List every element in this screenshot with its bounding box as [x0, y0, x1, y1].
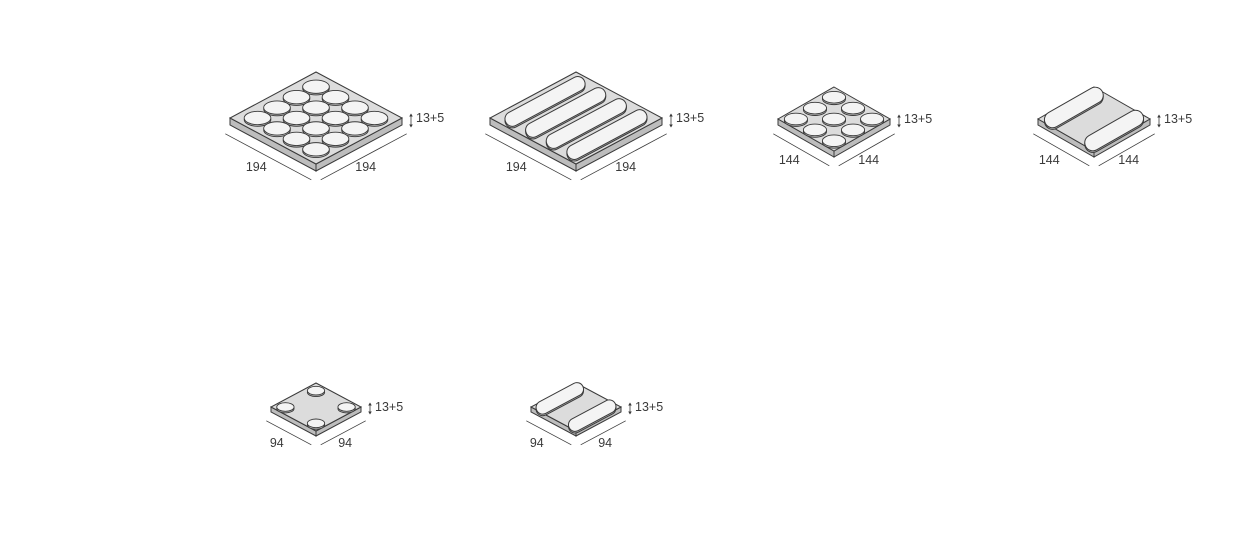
height-arrow-head — [628, 411, 632, 415]
left-dimension-line — [773, 133, 830, 167]
dot-bump — [306, 418, 326, 429]
dot-bump — [802, 123, 827, 137]
width-label-right: 94 — [598, 436, 612, 450]
dot-bump — [802, 101, 827, 115]
dot-bump — [282, 90, 311, 105]
dot-bump — [360, 110, 389, 126]
height-arrow-head — [897, 114, 901, 118]
tile-1: 194 194 13+5 — [225, 71, 444, 181]
dot-bump — [321, 110, 350, 126]
left-dimension-line — [266, 420, 312, 446]
width-label-right: 144 — [1118, 153, 1139, 167]
dot-bump — [282, 110, 311, 126]
height-arrow-head — [628, 402, 632, 406]
height-label: 13+5 — [676, 111, 704, 125]
dot-bump — [302, 142, 330, 157]
tile-3: 144 144 13+5 — [773, 86, 932, 167]
dot-bump — [821, 112, 847, 126]
width-label-left: 144 — [1039, 153, 1060, 167]
right-dimension-line — [580, 133, 667, 181]
height-arrow-head — [1157, 124, 1161, 128]
width-label-left: 194 — [506, 160, 527, 174]
right-dimension-line — [580, 420, 626, 446]
width-label-left: 144 — [779, 153, 800, 167]
left-dimension-line — [1033, 133, 1090, 167]
dot-bump — [302, 100, 330, 115]
right-dimension-line — [1098, 133, 1155, 167]
tile-top-face — [269, 382, 363, 432]
dot-bump — [243, 110, 272, 126]
bar-bump — [1044, 87, 1103, 128]
height-label: 13+5 — [635, 400, 663, 414]
dot-bump — [263, 100, 291, 115]
height-arrow-head — [669, 124, 673, 128]
dot-bump — [841, 123, 866, 137]
dot-bump — [783, 112, 808, 126]
bar-bump — [568, 400, 616, 431]
width-label-left: 94 — [270, 436, 284, 450]
tile-5: 94 94 13+5 — [266, 382, 403, 450]
height-label: 13+5 — [904, 112, 932, 126]
bar-bump — [536, 383, 584, 414]
right-dimension-line — [838, 133, 895, 167]
left-dimension-line — [526, 420, 572, 446]
height-arrow-head — [368, 411, 372, 415]
tile-top-face — [228, 71, 404, 165]
height-arrow-head — [1157, 114, 1161, 118]
dot-bump — [282, 131, 311, 146]
dot-bump — [263, 121, 291, 136]
dot-bump — [302, 79, 330, 94]
bar-bump — [505, 77, 585, 126]
dot-bump — [821, 134, 847, 147]
dot-bump — [321, 90, 350, 105]
dot-bump — [337, 402, 356, 412]
dot-bump — [321, 131, 350, 146]
bar-bump — [567, 110, 647, 159]
tile-4: 144 144 13+5 — [1033, 86, 1192, 167]
width-label-right: 94 — [338, 436, 352, 450]
dot-bump — [302, 121, 330, 136]
height-arrow-head — [669, 113, 673, 117]
tile-2: 194 194 13+5 — [485, 71, 704, 181]
width-label-right: 194 — [615, 160, 636, 174]
dot-bump — [276, 402, 295, 412]
tile-top-face — [488, 71, 664, 165]
height-label: 13+5 — [375, 400, 403, 414]
height-label: 13+5 — [416, 111, 444, 125]
tile-6: 94 94 13+5 — [526, 382, 663, 450]
left-dimension-line — [225, 133, 312, 181]
dot-bump — [341, 100, 369, 115]
bar-bump — [546, 99, 626, 148]
width-label-left: 94 — [530, 436, 544, 450]
height-arrow-head — [368, 402, 372, 406]
dot-bump — [341, 121, 369, 136]
dot-bump — [841, 101, 866, 115]
bar-bump — [1085, 110, 1144, 151]
dot-bump — [306, 385, 326, 396]
width-label-right: 194 — [355, 160, 376, 174]
dot-bump — [860, 112, 885, 126]
right-dimension-line — [320, 420, 366, 446]
width-label-left: 194 — [246, 160, 267, 174]
height-label: 13+5 — [1164, 112, 1192, 126]
left-dimension-line — [485, 133, 572, 181]
height-arrow-head — [409, 113, 413, 117]
width-label-right: 144 — [858, 153, 879, 167]
dot-bump — [821, 91, 847, 104]
bar-bump — [526, 88, 606, 137]
right-dimension-line — [320, 133, 407, 181]
height-arrow-head — [409, 124, 413, 128]
height-arrow-head — [897, 124, 901, 128]
